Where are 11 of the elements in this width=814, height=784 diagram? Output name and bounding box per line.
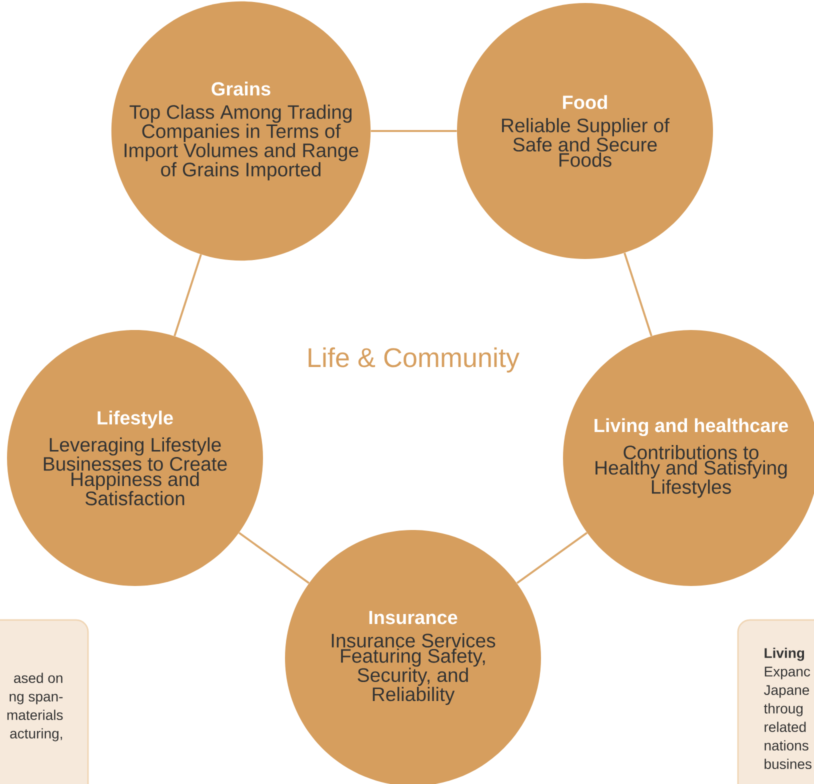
connector-line (516, 532, 588, 584)
connector-line (624, 252, 652, 336)
circle-node: Lifestyle Leveraging Lifestyle Businesses to Create Happiness and Satisfaction (7, 330, 263, 586)
text-panel: Living Expanc Japane throug related nations busines (737, 619, 814, 784)
circle-node: Grains Top Class Among Trading Companies in Terms of Import Volumes and Range of Grains Imported (111, 1, 371, 261)
circle-node: Food Reliable Supplier of Safe and Secure Foods (457, 3, 713, 259)
center-title: Life & Community (308, 347, 520, 373)
connector-line (238, 532, 310, 584)
text-panel: ased on ng span- materials acturing, (0, 619, 89, 784)
connector-line (370, 130, 457, 132)
connector-line (174, 254, 202, 336)
